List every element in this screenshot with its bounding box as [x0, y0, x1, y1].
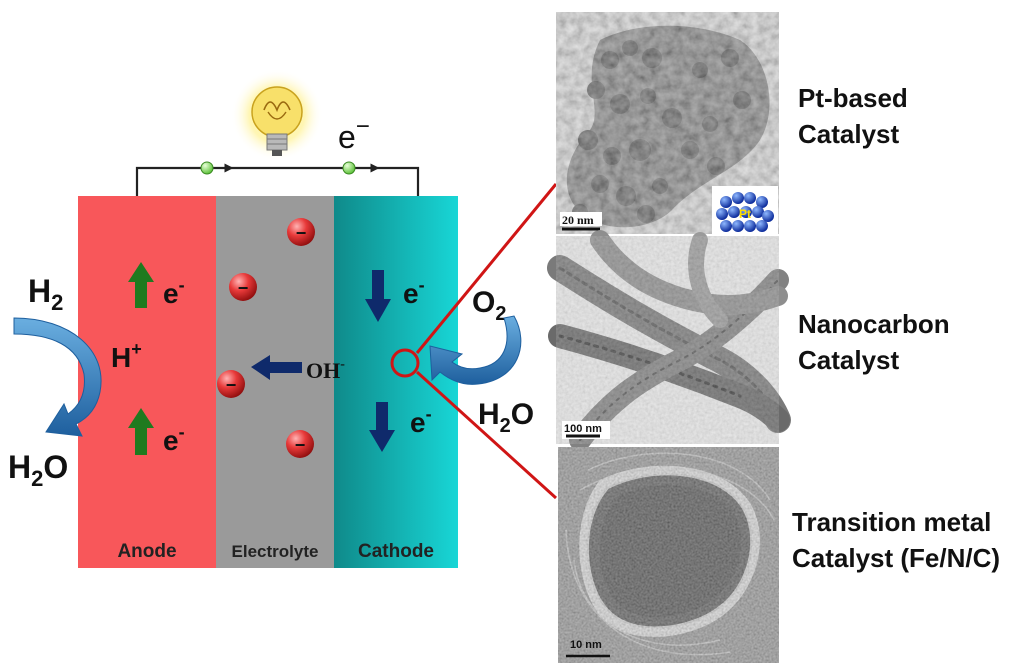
oh-sup: -	[340, 357, 345, 372]
pt-cluster-icon: Pt	[712, 186, 778, 234]
svg-text:H2O: H2O	[8, 449, 68, 491]
electron-node-icon	[200, 161, 214, 175]
oh-label: OH	[306, 358, 340, 383]
pt-catalyst-line1: Pt-based	[798, 83, 908, 113]
h2o-cathode-label: H	[478, 398, 500, 431]
anode-e-bottom-sup: -	[179, 422, 185, 442]
cathode-e-bottom-sup: -	[426, 404, 432, 424]
tm-scale-label: 10 nm	[570, 639, 602, 651]
svg-text:e-: e-	[163, 275, 185, 309]
cathode-down-arrow-top	[365, 270, 391, 322]
cathode-e-bottom: e	[410, 407, 426, 438]
cathode-panel	[334, 196, 458, 568]
nano-scale-label: 100 nm	[564, 423, 602, 435]
external-circuit: e−	[135, 113, 420, 196]
catalyst-site-marker	[390, 348, 420, 378]
anode-e-top: e	[163, 278, 179, 309]
anion-sign: −	[295, 435, 306, 455]
tm-catalyst-label: Transition metal Catalyst (Fe/N/C)	[792, 504, 1000, 576]
h-plus-sup: +	[131, 339, 142, 359]
h2o-out-sub: 2	[31, 466, 43, 491]
transition-metal-micrograph: 10 nm	[558, 447, 779, 663]
svg-text:e-: e-	[403, 275, 425, 309]
anode-up-arrow-top	[128, 262, 154, 308]
h2-in-sub: 2	[51, 290, 63, 315]
pt-catalyst-line2: Catalyst	[798, 119, 900, 149]
h-plus-label: H	[111, 342, 131, 373]
pt-scale-label: 20 nm	[562, 213, 594, 227]
anion-ball-icon: −	[217, 370, 245, 398]
svg-text:e-: e-	[163, 422, 185, 456]
svg-text:H+: H+	[111, 339, 142, 373]
nanocarbon-micrograph: 100 nm	[547, 230, 791, 451]
anode-up-arrow-bottom	[128, 408, 154, 455]
o2-in-sub: 2	[495, 303, 506, 325]
nanocarbon-catalyst-line1: Nanocarbon	[798, 309, 950, 339]
svg-text:e−: e−	[338, 113, 370, 155]
anion-sign: −	[296, 223, 307, 243]
cathode-e-top: e	[403, 278, 419, 309]
h2o-out-label: H	[8, 449, 31, 485]
svg-text:e-: e-	[410, 404, 432, 438]
nanocarbon-catalyst-line2: Catalyst	[798, 345, 900, 375]
h2-in-label: H	[28, 273, 51, 309]
anode-label: Anode	[117, 541, 176, 562]
h2o-cathode-end: O	[511, 398, 534, 431]
svg-text:OH-: OH-	[306, 357, 345, 383]
zoom-connector-lines	[415, 183, 558, 500]
cathode-down-arrow-bottom	[369, 402, 395, 452]
h2o-cathode-sub: 2	[500, 415, 511, 437]
circuit-electron-sup: −	[356, 113, 370, 140]
anion-sign: −	[226, 375, 237, 395]
anion-ball-icon: −	[286, 430, 314, 458]
electrolyte-label: Electrolyte	[232, 542, 319, 561]
circuit-electron-label: e	[338, 119, 356, 155]
oh-left-arrow	[251, 355, 302, 380]
light-bulb-icon	[231, 69, 323, 161]
svg-text:H2O: H2O	[478, 398, 534, 437]
curved-arrow-icon	[429, 315, 522, 385]
anion-ball-icon: −	[229, 273, 257, 301]
h2o-out-end: O	[43, 449, 68, 485]
tm-catalyst-line1: Transition metal	[792, 507, 992, 537]
anode-e-bottom: e	[163, 425, 179, 456]
pt-micrograph: 20 nm Pt	[556, 12, 779, 234]
anion-ball-icon: −	[287, 218, 315, 246]
cathode-e-top-sup: -	[419, 275, 425, 295]
pt-badge-label: Pt	[739, 207, 751, 221]
svg-text:H2: H2	[28, 273, 63, 315]
curved-arrow-icon	[13, 317, 102, 437]
svg-text:O2: O2	[472, 286, 506, 325]
o2-in-label: O	[472, 286, 495, 319]
anode-e-top-sup: -	[179, 275, 185, 295]
pt-catalyst-label: Pt-based Catalyst	[798, 80, 908, 152]
tm-catalyst-line2: Catalyst (Fe/N/C)	[792, 543, 1001, 573]
nanocarbon-catalyst-label: Nanocarbon Catalyst	[798, 306, 950, 378]
cathode-label: Cathode	[358, 541, 434, 562]
anion-sign: −	[238, 278, 249, 298]
electron-node-icon	[342, 161, 356, 175]
